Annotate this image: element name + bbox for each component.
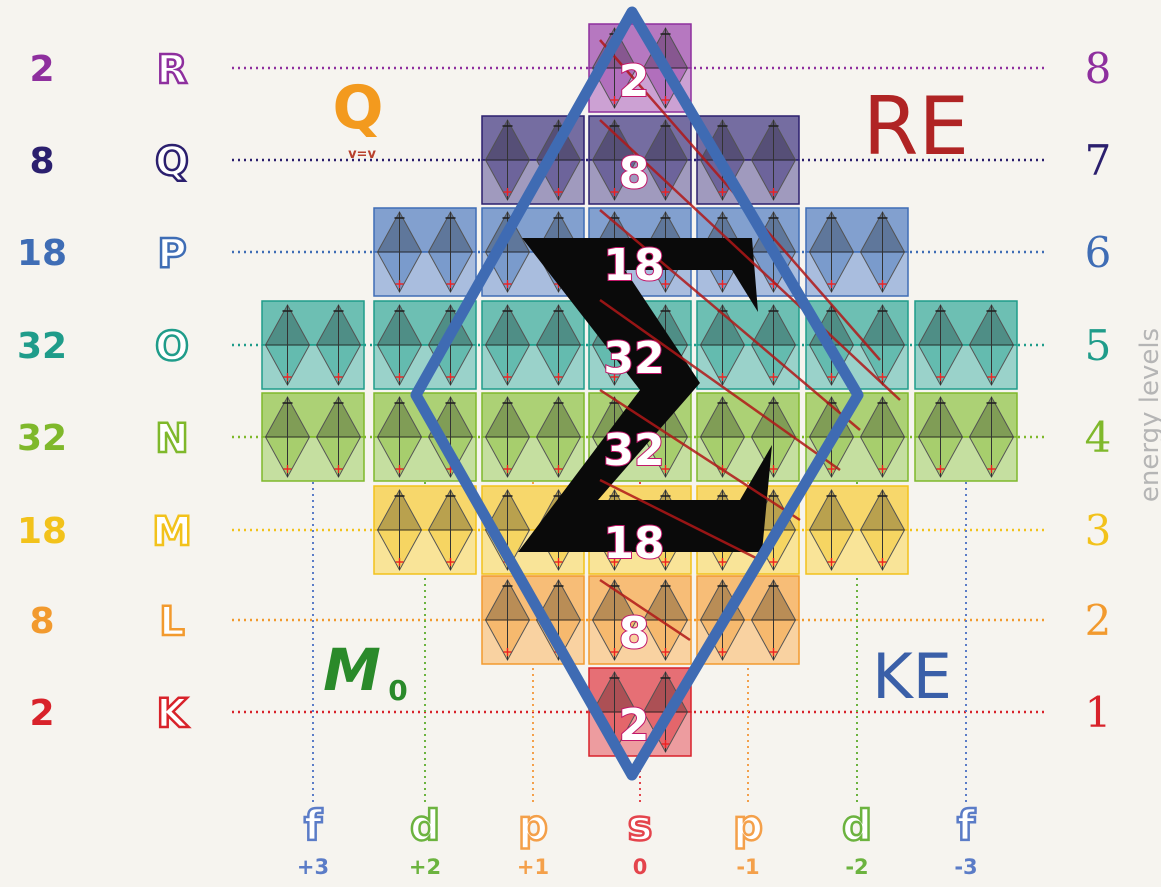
octahedron-tile <box>262 393 364 481</box>
electron-count: 8 <box>29 141 54 182</box>
ml-number: -3 <box>954 855 977 879</box>
shell-letter: P <box>157 231 186 277</box>
shell-letter: N <box>155 416 188 462</box>
octahedron-tile <box>374 208 476 296</box>
octahedron-tile <box>806 486 908 574</box>
octahedron-tile <box>806 301 908 389</box>
q-sublabel: v=v <box>348 147 376 162</box>
diamond-number: 8 <box>619 148 650 199</box>
sublevel-letter: f <box>304 801 323 850</box>
energy-level-number: 4 <box>1085 413 1112 462</box>
energy-levels-axis-label: energy levels <box>1135 328 1161 502</box>
sublevel-letter: d <box>842 801 872 850</box>
energy-level-number: 2 <box>1085 596 1112 645</box>
diamond-number: 32 <box>603 333 664 384</box>
energy-level-number: 3 <box>1085 506 1112 555</box>
octahedron-tile <box>806 208 908 296</box>
electron-count: 8 <box>29 601 54 642</box>
electron-count: 32 <box>17 418 67 459</box>
shell-letters: RQP ON MLK <box>152 47 192 737</box>
electron-count: 2 <box>29 49 54 90</box>
energy-level-number: 8 <box>1085 44 1112 93</box>
shell-letter: Q <box>155 139 189 185</box>
octahedron-tile <box>262 301 364 389</box>
diamond-number: 2 <box>619 700 650 751</box>
sublevel-letter: f <box>957 801 976 850</box>
octahedron-tile <box>915 393 1017 481</box>
electron-count: 2 <box>29 693 54 734</box>
electron-count: 18 <box>17 511 67 552</box>
diamond-number: 18 <box>603 518 664 569</box>
octahedron-tile <box>915 301 1017 389</box>
electron-count: 32 <box>17 326 67 367</box>
energy-level-number: 7 <box>1085 136 1112 185</box>
ml-number: +3 <box>297 855 329 879</box>
diamond-number: 18 <box>603 240 664 291</box>
sublevel-letter: d <box>410 801 440 850</box>
shell-letter: K <box>157 691 190 737</box>
energy-level-numbers: 8 7 6 5 4 3 2 1 <box>1085 44 1112 737</box>
m0-label: M <box>323 636 381 704</box>
ke-label: KE <box>872 640 952 713</box>
m0-sublabel: 0 <box>388 674 407 707</box>
sublevel-letter: p <box>518 801 548 850</box>
re-label: RE <box>863 80 969 173</box>
diamond-number: 8 <box>619 608 650 659</box>
energy-level-number: 6 <box>1085 228 1112 277</box>
octahedron-tile <box>697 116 799 204</box>
octahedron-tile <box>482 576 584 664</box>
q-label: Q <box>332 73 383 143</box>
octahedron-tile <box>374 486 476 574</box>
ml-number: 0 <box>633 855 648 879</box>
electron-count: 18 <box>17 233 67 274</box>
energy-level-number: 5 <box>1085 321 1112 370</box>
shell-letter: O <box>155 324 189 370</box>
diamond-number: 32 <box>603 425 664 476</box>
shell-letter: L <box>159 599 185 645</box>
diamond-number: 2 <box>619 56 650 107</box>
sublevel-letter: p <box>733 801 763 850</box>
octahedron-tile <box>482 301 584 389</box>
shell-letter: M <box>152 509 192 555</box>
energy-level-number: 1 <box>1085 688 1112 737</box>
electron-counts: 2 8 18 32 32 18 8 2 <box>17 49 67 734</box>
shell-letter: R <box>157 47 188 93</box>
ml-number: +2 <box>409 855 441 879</box>
ml-number: +1 <box>517 855 549 879</box>
sublevel-letter: s <box>628 801 653 850</box>
ml-number: -2 <box>845 855 868 879</box>
sublevel-labels: f +3 d +2 p +1 s 0 p -1 d -2 f -3 <box>297 801 978 879</box>
octahedron-tile <box>482 393 584 481</box>
octahedron-tile <box>697 301 799 389</box>
ml-number: -1 <box>736 855 759 879</box>
